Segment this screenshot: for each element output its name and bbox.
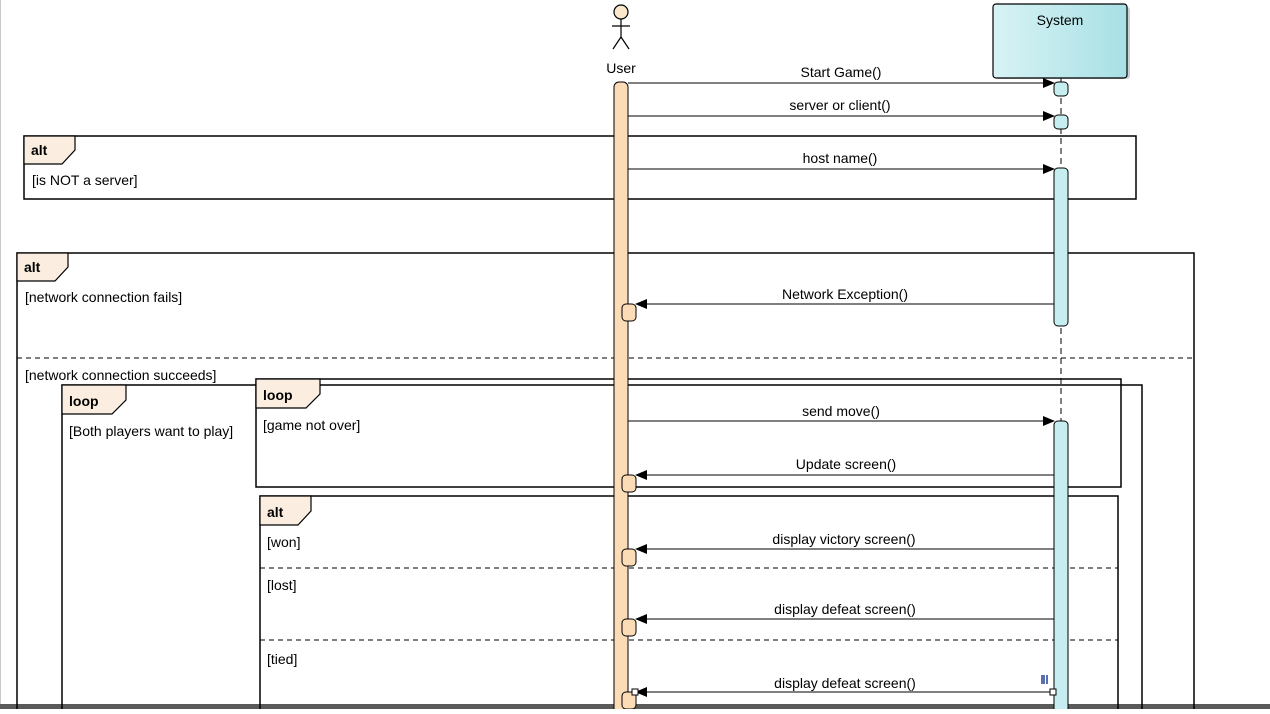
user-actor-icon[interactable]: [612, 4, 630, 50]
fragment-loop-both-players: loop [Both players want to play]: [61, 384, 1143, 714]
message-host-name[interactable]: host name(): [628, 150, 1055, 174]
user-activation: [613, 81, 629, 714]
fragment-guard: [network connection fails]: [25, 289, 182, 305]
svg-text:display victory screen(): display victory screen(): [772, 531, 915, 547]
fragment-operator: loop: [69, 393, 99, 409]
fragment-alt-result: alt [won] [lost] [tied]: [259, 495, 1119, 714]
fragment-operator: loop: [263, 387, 293, 403]
message-display-defeat[interactable]: display defeat screen(): [635, 601, 1054, 624]
user-activation: [621, 474, 637, 493]
user-activation: [621, 303, 637, 322]
system-participant[interactable]: System: [992, 3, 1130, 79]
message-send-move[interactable]: send move(): [628, 403, 1055, 426]
svg-text:Start Game(): Start Game(): [801, 64, 882, 80]
fragment-alt-not-server: alt [is NOT a server]: [23, 135, 1137, 200]
fragment-alt-network: alt [network connection fails] [network …: [16, 252, 1195, 714]
svg-text:Update screen(): Update screen(): [796, 456, 896, 472]
message-server-or-client[interactable]: server or client(): [628, 97, 1055, 121]
fragment-guard: [network connection succeeds]: [25, 367, 216, 383]
svg-text:host name(): host name(): [803, 150, 878, 166]
selection-handle[interactable]: [631, 688, 639, 696]
fragment-loop-game-not-over: loop [game not over]: [255, 378, 1122, 488]
fragment-guard: [tied]: [267, 651, 297, 667]
user-activation: [621, 618, 637, 637]
svg-text:server or client(): server or client(): [789, 97, 890, 113]
message-network-exception[interactable]: Network Exception(): [635, 286, 1054, 309]
fragment-guard: [Both players want to play]: [69, 423, 233, 439]
message-display-defeat-tied[interactable]: display defeat screen(): [631, 675, 1057, 697]
message-update-screen[interactable]: Update screen(): [635, 456, 1054, 480]
fragment-operator: alt: [267, 504, 284, 520]
fragment-guard: [game not over]: [263, 417, 360, 433]
system-activation: [1053, 420, 1069, 714]
svg-text:send move(): send move(): [802, 403, 880, 419]
fragment-operator: alt: [24, 259, 41, 275]
svg-text:display defeat screen(): display defeat screen(): [774, 675, 916, 691]
system-activation: [1053, 114, 1069, 130]
svg-text:display defeat screen(): display defeat screen(): [774, 601, 916, 617]
system-activation: [1053, 167, 1069, 327]
system-label: System: [1037, 12, 1084, 28]
fragment-guard: [is NOT a server]: [32, 172, 138, 188]
message-display-victory[interactable]: display victory screen(): [635, 531, 1054, 554]
user-activation: [621, 548, 637, 567]
fragment-guard: [won]: [267, 534, 300, 550]
fragment-guard: [lost]: [267, 577, 297, 593]
pin-icon[interactable]: [1041, 675, 1048, 684]
user-label: User: [606, 60, 636, 76]
system-activation: [1053, 81, 1069, 97]
fragment-operator: alt: [31, 142, 48, 158]
message-start-game[interactable]: Start Game(): [628, 64, 1055, 88]
selection-handle[interactable]: [1049, 688, 1057, 696]
svg-text:Network Exception(): Network Exception(): [782, 286, 908, 302]
